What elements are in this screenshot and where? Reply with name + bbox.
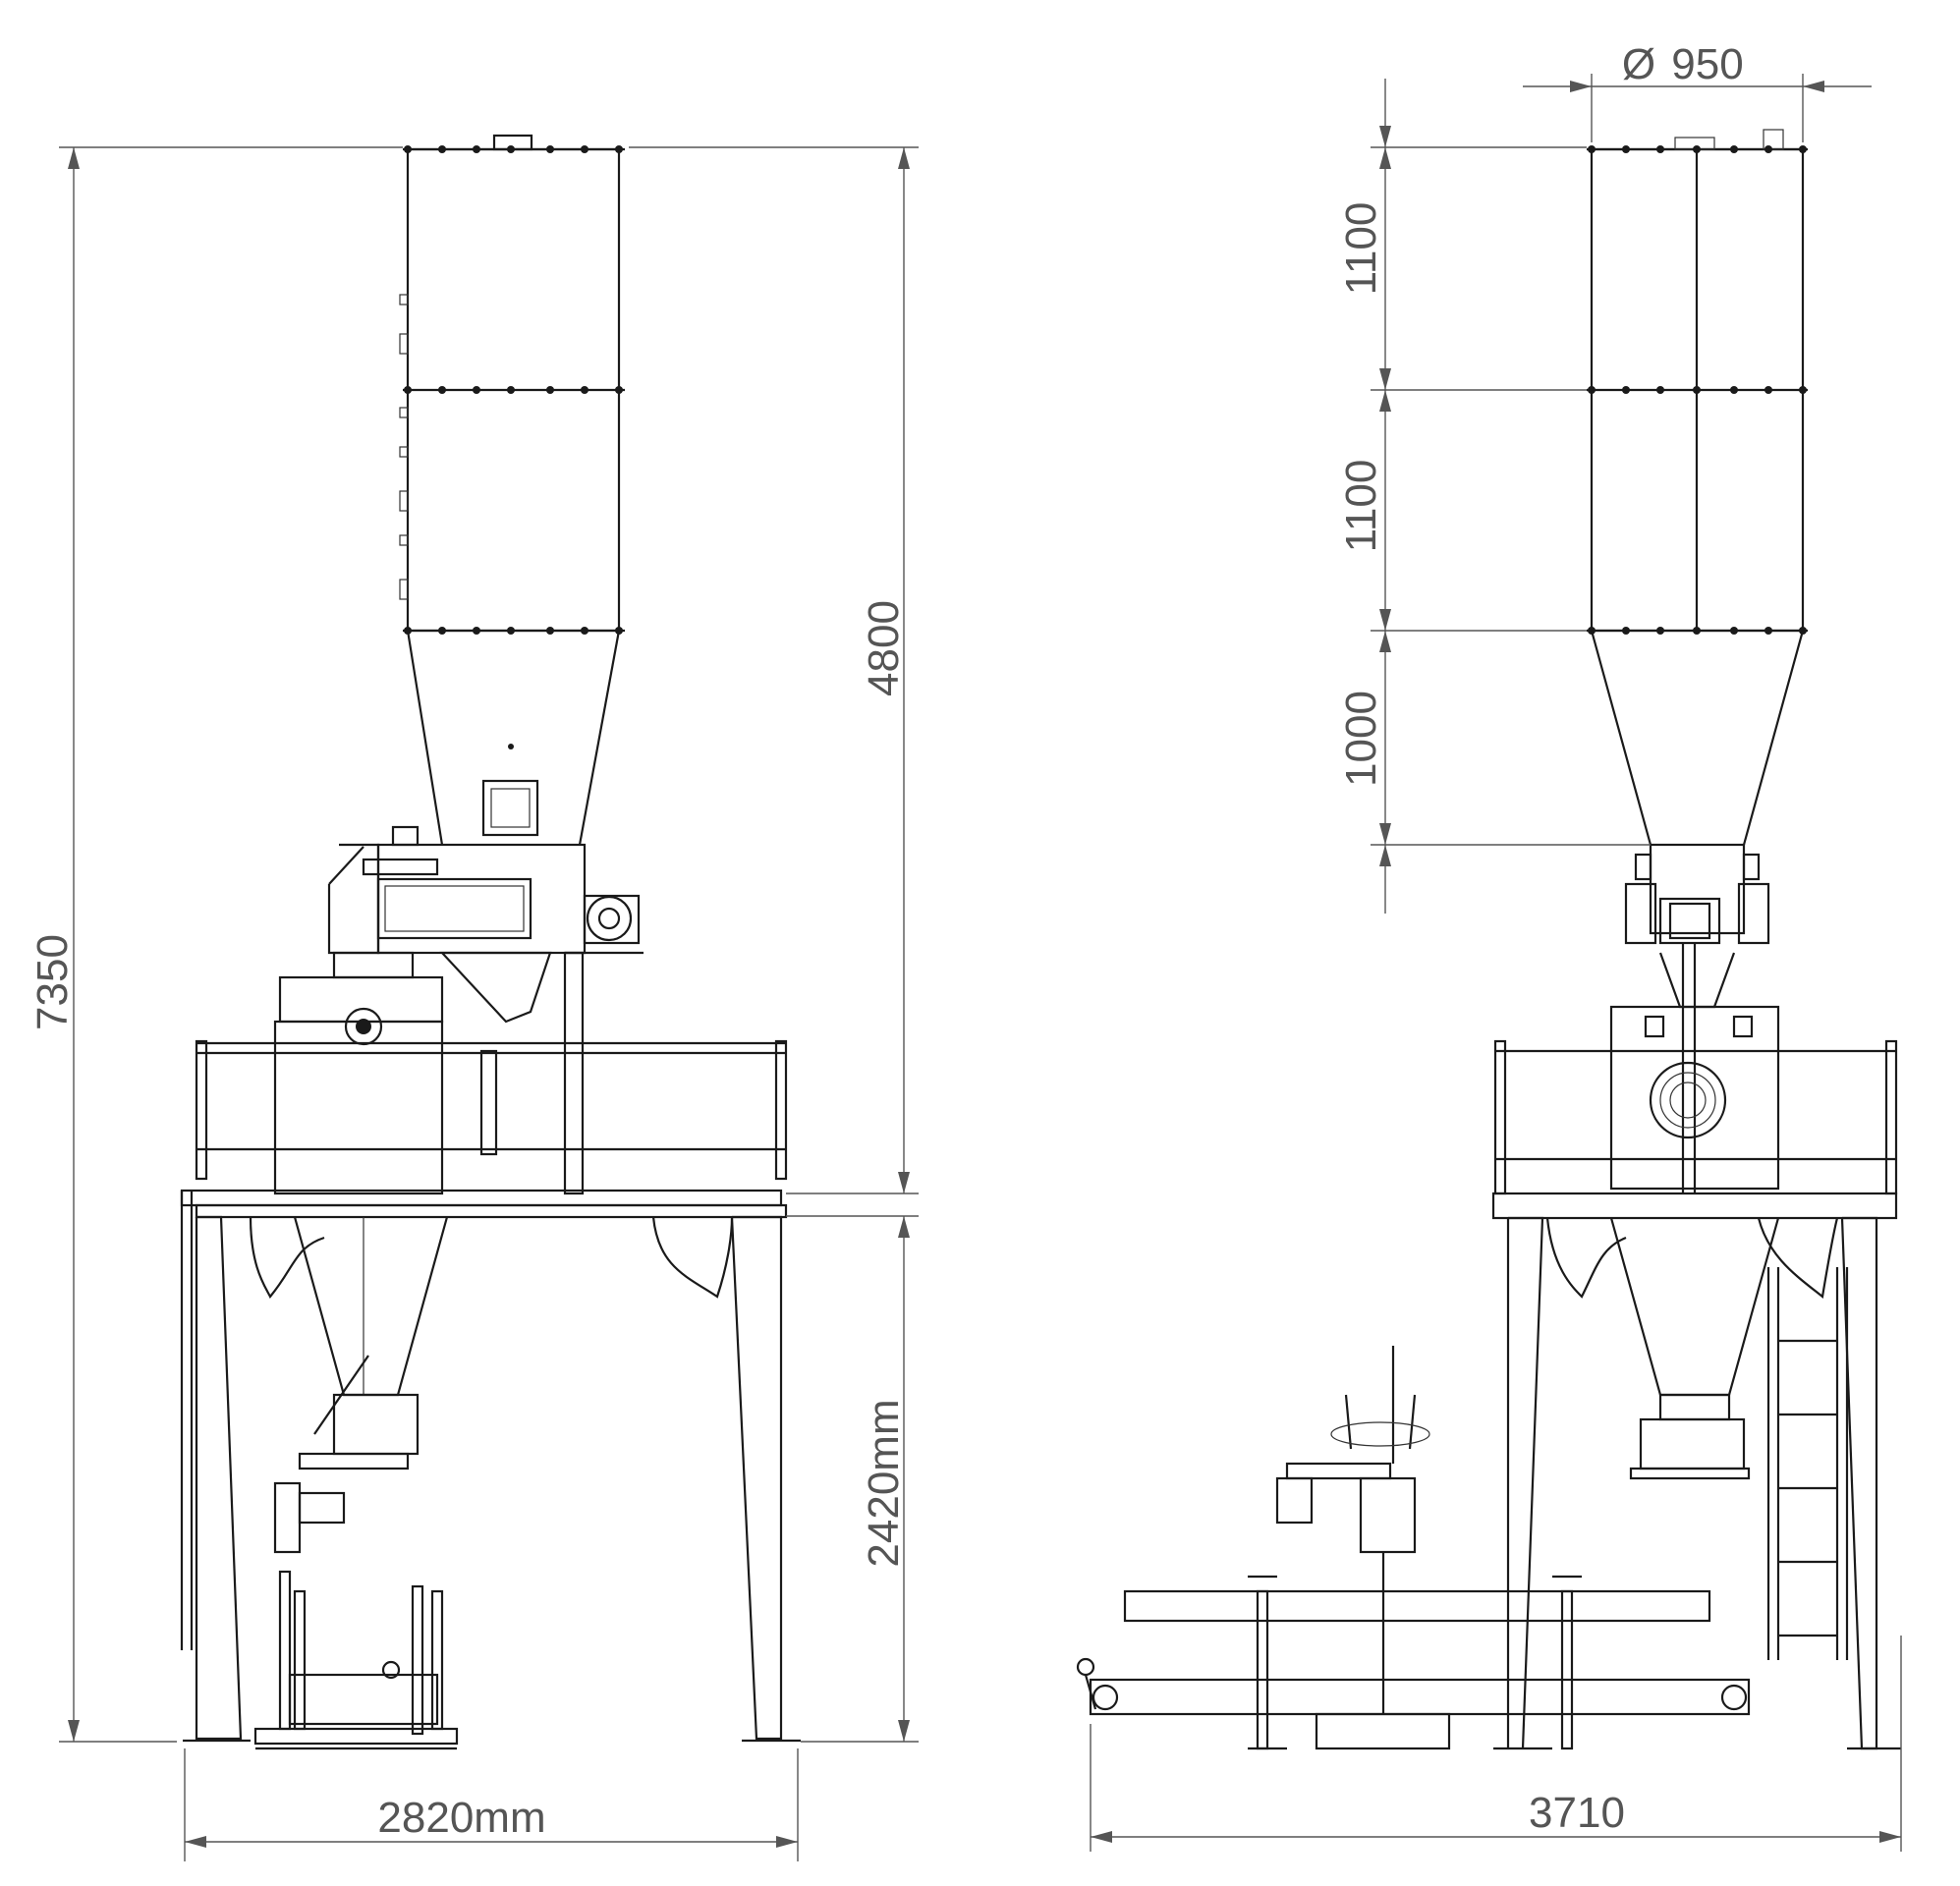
front-legs: [183, 1215, 801, 1743]
dim-section-2: 1100: [1337, 460, 1385, 553]
front-view: 7350 4800 2420mm 2820mm: [28, 134, 919, 1861]
front-bagging-unit: [253, 1481, 459, 1750]
dim-front-width: 2820mm: [377, 1794, 545, 1842]
side-silo: [1587, 129, 1808, 846]
dim-cone-height: 1000: [1337, 691, 1385, 787]
dim-diameter: 950: [1671, 40, 1743, 88]
dim-overall-height: 7350: [28, 934, 77, 1030]
dim-section-1: 1100: [1337, 202, 1385, 296]
front-dimensions: 7350 4800 2420mm 2820mm: [28, 146, 919, 1861]
side-dimensions: Ø 950 1100 1100 1000 3710: [1090, 40, 1902, 1852]
front-platform: [180, 1020, 788, 1650]
front-dosing-unit: [278, 825, 644, 1195]
side-ladder: [1766, 1267, 1849, 1660]
front-flange-bolts: [404, 145, 623, 635]
dim-lower-height: 2420mm: [860, 1399, 908, 1567]
side-view: Ø 950 1100 1100 1000 3710: [1076, 40, 1902, 1852]
dim-diameter-symbol: Ø: [1622, 40, 1655, 88]
side-conveyor: [1076, 1346, 1751, 1750]
dim-upper-height: 4800: [860, 600, 908, 696]
side-flange-bolts: [1588, 145, 1807, 635]
dim-side-length: 3710: [1529, 1789, 1625, 1837]
side-dosing-unit: [1609, 843, 1780, 1193]
side-platform: [1491, 1039, 1901, 1750]
front-silo: [399, 134, 625, 846]
